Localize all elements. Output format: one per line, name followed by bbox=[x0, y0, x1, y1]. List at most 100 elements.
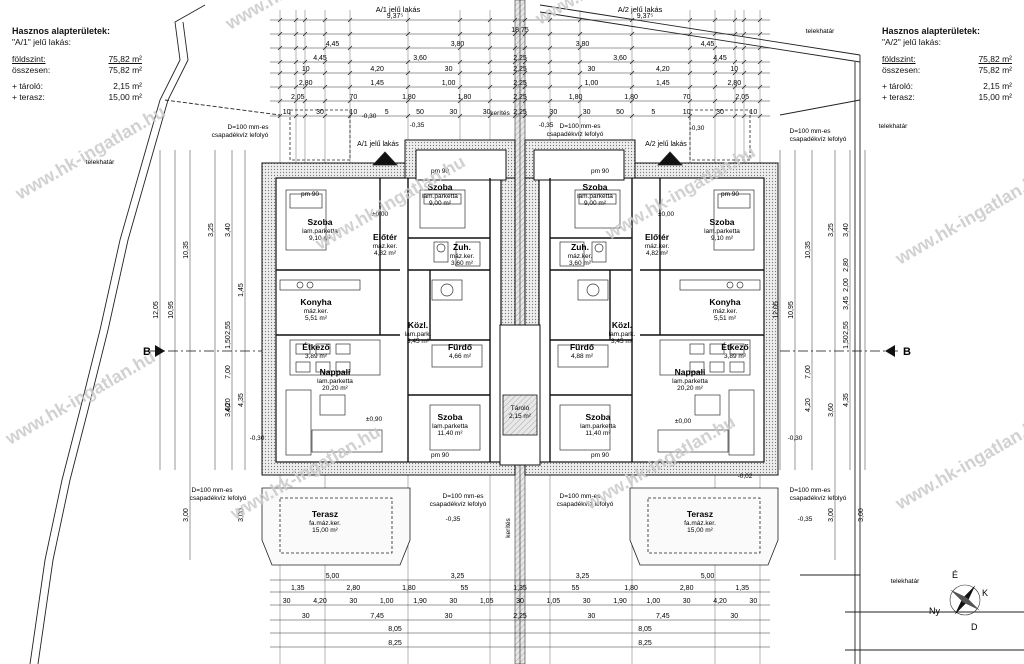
pm90-2: pm 90 bbox=[431, 168, 449, 175]
summary-title: Hasznos alapterületek: bbox=[12, 26, 111, 36]
section-mark-left: B bbox=[143, 346, 151, 358]
dim-bottom-row2: 2,80 bbox=[347, 585, 361, 592]
dim-top-cells: 10 bbox=[349, 109, 357, 116]
room-name-left: Szoba bbox=[307, 217, 332, 227]
dim-bottom-row2: 1,35 bbox=[513, 585, 527, 592]
a2-header: A/2 jelű lakás bbox=[618, 5, 663, 14]
dim-right: 3,60 bbox=[828, 403, 835, 417]
dimension-tick bbox=[512, 59, 518, 65]
dim-top-row1: 9,37⁵ bbox=[387, 13, 404, 20]
dim-bottom-row4: 30 bbox=[302, 613, 310, 620]
side-dimension-lines bbox=[159, 150, 866, 560]
summary-title: Hasznos alapterületek: bbox=[882, 26, 981, 36]
dim-top-row6: 2,25 bbox=[513, 80, 527, 87]
room-name-left: Étkező bbox=[302, 342, 329, 352]
summary-subtitle: "A/2" jelű lakás: bbox=[882, 37, 941, 48]
room-name-right: Nappali bbox=[675, 367, 706, 377]
dim-bottom-row3: 30 bbox=[516, 598, 524, 605]
dimension-tick bbox=[512, 70, 518, 76]
room-material-left: fa.máz.ker. bbox=[309, 520, 341, 527]
room-name-left: Konyha bbox=[300, 297, 331, 307]
dim-bottom-row3: 1,05 bbox=[480, 598, 494, 605]
dim-top-row7: 1,80 bbox=[569, 94, 583, 101]
room-material-right: lam.park. bbox=[609, 331, 636, 338]
room-name-right: Szoba bbox=[709, 217, 734, 227]
area-summary-right: Hasznos alapterületek: "A/2" jelű lakás:… bbox=[882, 26, 1012, 102]
dim-right: 1,50 bbox=[843, 335, 850, 349]
room-material-left: lam.parketta bbox=[317, 378, 353, 385]
summary-row: + tároló:2,15 m² bbox=[882, 81, 1012, 92]
downpipe-label-1b: csapadékvíz lefolyó bbox=[212, 132, 269, 139]
room-material-left: máz.ker. bbox=[304, 308, 329, 315]
room-material-left: lam.parketta bbox=[432, 423, 468, 430]
telekhatar-label-2: telekhatár bbox=[879, 123, 908, 130]
dim-right: 4,20 bbox=[805, 398, 812, 412]
room-material-left: máz.ker. bbox=[450, 253, 475, 260]
pm90-5: pm 90 bbox=[431, 452, 449, 459]
dim-top-row4: 4,45 bbox=[313, 55, 327, 62]
dim-bottom-row3: 1,00 bbox=[647, 598, 661, 605]
dim-right: 3,25 bbox=[828, 223, 835, 237]
room-name-left: Szoba bbox=[427, 182, 452, 192]
dimension-tick bbox=[522, 113, 528, 119]
dim-bottom-row3: 30 bbox=[583, 598, 591, 605]
dim-bottom-row5: 8,05 bbox=[388, 626, 402, 633]
dim-right: 10,95 bbox=[788, 301, 795, 319]
dim-bottom-row4: 30 bbox=[588, 613, 596, 620]
room-name-left: Fürdő bbox=[448, 342, 472, 352]
downpipe-label-2b: csapadékvíz lefolyó bbox=[547, 131, 604, 138]
room-material-right: lam.parketta bbox=[672, 378, 708, 385]
a1-header: A/1 jelű lakás bbox=[376, 5, 421, 14]
watermark-10: www.hk-ingatlan.hu bbox=[891, 411, 1024, 513]
level-090-left: ±0,90 bbox=[366, 416, 383, 423]
dim-top-cells: 30 bbox=[316, 109, 324, 116]
dim-left: 3,25 bbox=[208, 223, 215, 237]
dim-top-row3: 4,45 bbox=[701, 41, 715, 48]
room-material-left: máz.ker. bbox=[373, 243, 398, 250]
dimension-tick bbox=[512, 45, 518, 51]
dim-top-row5: 2,25 bbox=[513, 66, 527, 73]
dim-top-row3: 4,45 bbox=[326, 41, 340, 48]
downpipe-label-3a: D=100 mm-es bbox=[790, 128, 832, 135]
downpipe-label-5b: csapadékvíz lefolyó bbox=[430, 501, 487, 508]
dim-left: 3,60 bbox=[225, 403, 232, 417]
dimension-tick bbox=[522, 59, 528, 65]
room-area-left: 15,00 m² bbox=[312, 527, 338, 534]
telekhatar-label-4: telekhatár bbox=[891, 578, 920, 585]
dimension-tick bbox=[512, 17, 518, 23]
dim-left: 1,45 bbox=[238, 283, 245, 297]
dim-left: 1,50 bbox=[225, 335, 232, 349]
dim-top-row6: 1,00 bbox=[442, 80, 456, 87]
downpipe-label-7b: csapadékvíz lefolyó bbox=[790, 495, 847, 502]
level-n035-top-left: -0,35 bbox=[410, 122, 425, 129]
room-area-left: 5,51 m² bbox=[305, 315, 328, 322]
summary-row: + terasz:15,00 m² bbox=[12, 91, 142, 102]
dim-right: 4,35 bbox=[843, 393, 850, 407]
dim-left: 4,35 bbox=[238, 393, 245, 407]
dim-top-row3: 3,80 bbox=[451, 41, 465, 48]
kerites-label-bottom: kerítés bbox=[505, 518, 512, 538]
dim-top-cells: 10 bbox=[683, 109, 691, 116]
room-area-left: 3,89 m² bbox=[305, 353, 328, 360]
compass-e: K bbox=[982, 588, 988, 598]
dim-top-cells: 50 bbox=[616, 109, 624, 116]
terraces bbox=[261, 487, 779, 566]
room-material-right: lam.parketta bbox=[577, 193, 613, 200]
dim-left: 10,95 bbox=[168, 301, 175, 319]
summary-row: + terasz:15,00 m² bbox=[882, 91, 1012, 102]
a2-marker: A/2 jelű lakás bbox=[645, 141, 687, 148]
furniture-left bbox=[279, 189, 483, 456]
watermark-7: www.hk-ingatlan.hu bbox=[1, 346, 159, 448]
compass-w: Ny bbox=[929, 606, 940, 616]
dim-top-row2: 18,75 bbox=[511, 27, 529, 34]
dim-bottom-row1: 5,00 bbox=[326, 573, 340, 580]
dim-top-cells: 30 bbox=[449, 109, 457, 116]
dim-top-cells: 30 bbox=[716, 109, 724, 116]
dim-left: 7,00 bbox=[225, 365, 232, 379]
level-n035-top-right: -0,35 bbox=[539, 122, 554, 129]
building-outline bbox=[261, 139, 779, 476]
dim-left: 12,05 bbox=[153, 301, 160, 319]
room-name-right: Fürdő bbox=[570, 342, 594, 352]
room-area-left: 11,40 m² bbox=[437, 430, 463, 437]
